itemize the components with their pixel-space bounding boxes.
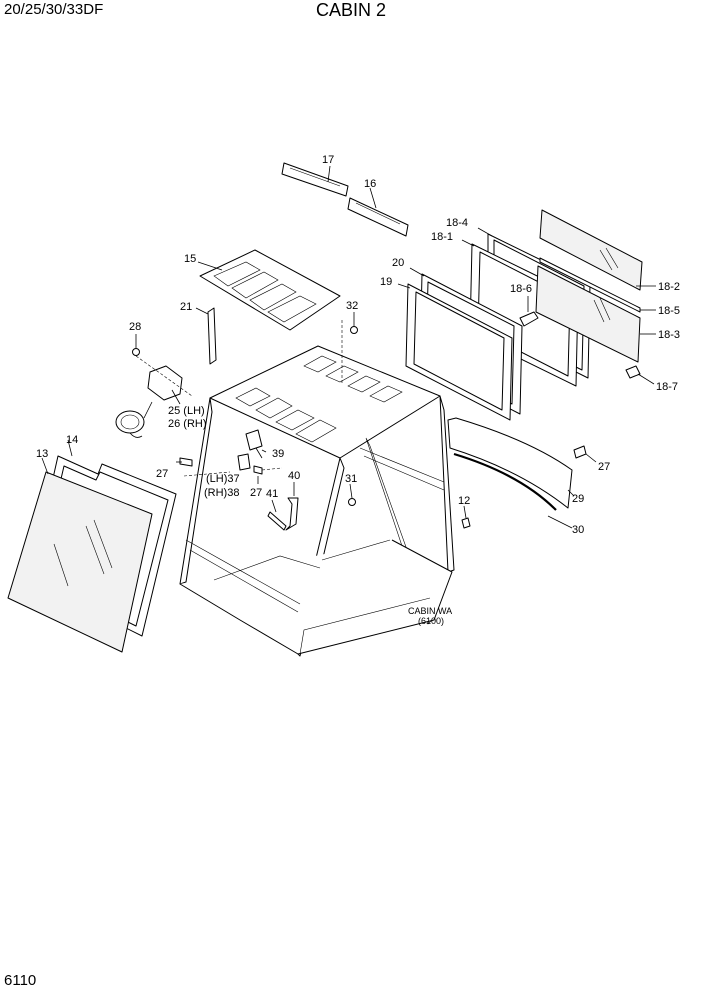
callout-37-lh: (LH)37: [206, 473, 240, 485]
callout-25-lh: 25 (LH): [168, 405, 205, 417]
callout-18-6: 18-6: [510, 283, 532, 295]
reference-note-line1: CABIN WA: [408, 606, 452, 616]
callout-20: 20: [392, 257, 404, 269]
callout-17: 17: [322, 154, 334, 166]
callout-28: 28: [129, 321, 141, 333]
part-18-2-glass: [539, 209, 656, 291]
callout-18-3: 18-3: [658, 329, 680, 341]
part-12-clip: [461, 505, 471, 529]
callout-19: 19: [380, 276, 392, 288]
part-27-bolt-left: [176, 457, 193, 467]
callout-32: 32: [346, 300, 358, 312]
callout-26-rh: 26 (RH): [168, 418, 207, 430]
part-31-grommet: [348, 483, 356, 506]
part-18-5-strip: [539, 257, 656, 313]
callout-21: 21: [180, 301, 192, 313]
part-32-nut: [350, 312, 358, 334]
part-16-rail: [347, 187, 409, 237]
callout-16: 16: [364, 178, 376, 190]
callout-30: 30: [572, 524, 584, 536]
callout-27-left: 27: [156, 468, 168, 480]
callout-27-middle: 27: [250, 487, 262, 499]
model-code: 20/25/30/33DF: [4, 1, 104, 18]
part-29-fender: [447, 417, 575, 509]
part-40-handle: [285, 482, 299, 531]
part-17-rail: [281, 162, 349, 197]
callout-18-1: 18-1: [431, 231, 453, 243]
part-30-seal: [453, 452, 573, 529]
part-39-bracket: [245, 429, 267, 459]
callout-27-right: 27: [598, 461, 610, 473]
part-25-26-work-lamp: [115, 365, 183, 438]
part-41-pin: [267, 499, 287, 531]
page-number: 6110: [4, 972, 37, 989]
page-title: CABIN 2: [315, 0, 387, 20]
part-18-3-glass: [535, 265, 656, 363]
callout-12: 12: [458, 495, 470, 507]
callout-38-rh: (RH)38: [204, 487, 239, 499]
part-37-38-plate: [237, 453, 251, 471]
part-13-door-glass: [7, 457, 153, 653]
part-18-6-latch: [519, 296, 539, 327]
part-19-frame: [397, 283, 513, 421]
callout-41: 41: [266, 488, 278, 500]
callout-31: 31: [345, 473, 357, 485]
part-27-bolt-middle: [253, 465, 263, 484]
part-21-seal-strip: [195, 307, 217, 365]
callout-18-4: 18-4: [446, 217, 468, 229]
cabin-frame: [135, 320, 455, 657]
part-18-7-catch: [625, 365, 655, 385]
part-28-bolt: [132, 334, 140, 356]
callout-18-5: 18-5: [658, 305, 680, 317]
part-15-roof-mat: [197, 249, 341, 331]
callout-13: 13: [36, 448, 48, 460]
callout-18-2: 18-2: [658, 281, 680, 293]
callout-18-7: 18-7: [656, 381, 678, 393]
callout-15: 15: [184, 253, 196, 265]
callout-29: 29: [572, 493, 584, 505]
callout-39: 39: [272, 448, 284, 460]
callout-14: 14: [66, 434, 78, 446]
reference-note-line2: (6100): [418, 616, 444, 626]
callout-40: 40: [288, 470, 300, 482]
part-27-bolt-right: [573, 445, 597, 463]
